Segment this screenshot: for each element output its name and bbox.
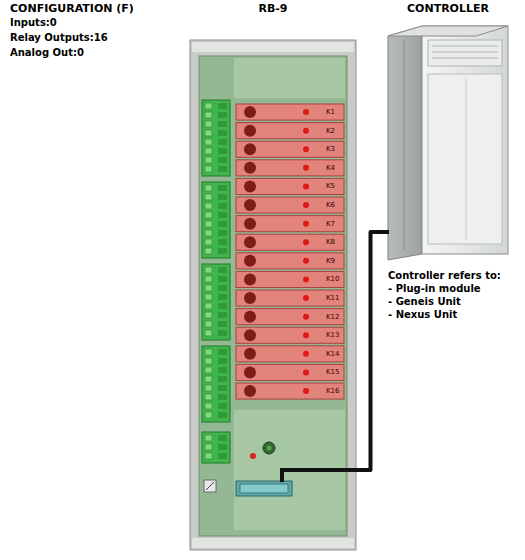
terminal-block (202, 100, 230, 463)
relay-label: K5 (326, 182, 335, 190)
relay-label: K13 (326, 331, 340, 339)
relay-label: K10 (326, 275, 340, 283)
relay-label: K1 (326, 108, 335, 116)
node-heading: CONTROLLER (385, 2, 511, 15)
controller-module (388, 26, 508, 260)
note-text: - Plug-in module (388, 283, 481, 295)
relay-label: K14 (326, 350, 340, 358)
relay-label: K4 (326, 164, 335, 172)
controller-module: CONTROLLER (385, 0, 511, 262)
page-title: CONFIGURATION (F) (10, 2, 134, 15)
cable (356, 232, 389, 470)
note-text: Controller refers to: (388, 270, 501, 282)
relay-row (236, 104, 344, 399)
relay-label: K9 (326, 257, 335, 265)
node-heading: RB-9 (190, 2, 356, 15)
config-value: Relay Outputs:16 (10, 32, 108, 44)
relay-label: K15 (326, 368, 340, 376)
relay-label: K8 (326, 238, 335, 246)
relay-label: K6 (326, 201, 335, 209)
config-value: Inputs:0 (10, 17, 57, 29)
relay-label: K16 (326, 387, 340, 395)
note-text: - Geneis Unit (388, 296, 461, 308)
relay-label: K2 (326, 127, 335, 135)
relay-label: K12 (326, 313, 340, 321)
relay-label: K3 (326, 145, 335, 153)
relay-label: K7 (326, 220, 335, 228)
note-text: - Nexus Unit (388, 309, 457, 321)
relay-board (190, 40, 356, 550)
relay-board: RB-9 (190, 0, 356, 550)
config-value: Analog Out:0 (10, 47, 84, 59)
relay-label: K11 (326, 294, 340, 302)
